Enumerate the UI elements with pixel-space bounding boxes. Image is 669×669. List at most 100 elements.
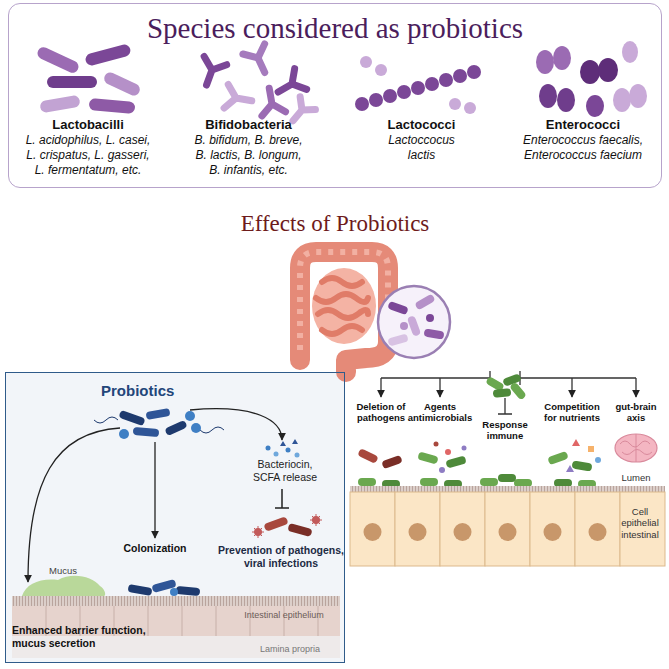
colonizing-bacteria: [127, 579, 200, 596]
lactococci-illustration: [355, 56, 481, 114]
intestine-illustration: [300, 252, 388, 372]
intestine-illustration: [300, 252, 388, 350]
attached-bacteria: [480, 478, 498, 486]
bifidobacteria-illustration: [195, 56, 226, 89]
epithelial-cells: [364, 523, 382, 541]
lactococci-illustration: [449, 98, 461, 110]
epithelial-cells: [485, 492, 530, 566]
magnifier-illustration: [378, 286, 450, 358]
inhibition-symbol: [275, 489, 289, 508]
bifidobacteria-illustration: [257, 86, 285, 116]
epithelial-cells: [440, 492, 485, 566]
species-list: L. acidophilus, L. casei, L. crispatus, …: [22, 133, 154, 177]
layer-label: Intestinal epithelium: [228, 610, 340, 621]
intestinal-epithelium: [12, 596, 340, 658]
layer-label: Cell epithelial intestinal: [616, 506, 664, 540]
lactobacilli-illustration: [39, 95, 80, 114]
species-list: Lactoccocus lactis: [379, 133, 464, 162]
pathogen-illustration: [263, 516, 288, 532]
nutrient-illustration: [572, 439, 580, 446]
epithelial-cells: [499, 523, 517, 541]
antimicrobial-illustration: [417, 442, 466, 474]
antimicrobial-illustration: [434, 442, 439, 447]
probiotic-bacteria-illustration: [145, 408, 170, 420]
lactococci-illustration: [467, 65, 481, 79]
group-name: Bifidobacteria: [191, 117, 306, 133]
intestine-illustration: [300, 252, 388, 372]
epithelial-cells: [350, 492, 395, 566]
pathogen-illustration: [357, 448, 379, 464]
lactococci-illustration: [355, 97, 369, 111]
lactococci-illustration: [425, 77, 439, 91]
group-name: Lactococci: [379, 117, 464, 133]
species-panel: Species considered as probioticsLactobac…: [8, 3, 662, 188]
colonizing-bacteria: [127, 584, 152, 596]
effects-bracket: [381, 371, 490, 385]
nutrient-illustration: [547, 451, 569, 465]
colonizing-bacteria: [176, 586, 201, 596]
enterococci-illustration: [539, 84, 557, 108]
epithelial-cells: [395, 492, 440, 566]
brain-illustration: [615, 434, 657, 462]
antimicrobial-illustration: [445, 456, 466, 469]
bacteriocin-illustration: [280, 439, 298, 446]
effect-arrow: [28, 409, 282, 582]
effect-label: Prevention of pathogens, viral infection…: [206, 544, 356, 569]
enterococci-illustration: [553, 46, 571, 70]
epithelial-cells: [454, 523, 472, 541]
species-group: LactobacilliL. acidophilus, L. casei, L.…: [22, 117, 154, 177]
probiotic-bacteria-illustration: [133, 427, 160, 437]
enterococci-illustration: [613, 88, 631, 112]
mucus-layer: [22, 576, 105, 596]
nutrient-illustration: [595, 457, 601, 463]
epithelial-cells: [589, 523, 607, 541]
layer-label: Lumen: [612, 472, 660, 483]
bifidobacteria-illustration: [243, 44, 276, 78]
attached-bacteria: [420, 478, 438, 486]
pathogen-illustration: [252, 526, 264, 538]
antimicrobial-illustration: [462, 446, 467, 451]
bacteriocin-illustration: [274, 452, 279, 457]
group-name: Enterococci: [518, 117, 648, 133]
effects-bracket: [520, 371, 636, 385]
antimicrobial-illustration: [445, 449, 451, 455]
enterococci-illustration: [586, 95, 604, 117]
species-list: Enterococcus faecalis, Enterococcus faec…: [518, 133, 648, 162]
probiotic-bacteria-illustration: [94, 408, 224, 439]
intestine-illustration: [312, 268, 376, 344]
nutrient-illustration: [571, 460, 592, 471]
probiotic-bacteria-illustration: [164, 420, 187, 437]
lactobacilli-illustration: [84, 43, 132, 66]
magnifier-illustration: [407, 315, 421, 337]
magnifier-illustration: [378, 286, 450, 358]
effect-label: Response immune: [475, 419, 535, 442]
lactobacilli-illustration: [36, 43, 142, 114]
lactobacilli-illustration: [36, 45, 81, 74]
probiotic-cluster: [509, 382, 527, 401]
magnifier-illustration: [414, 294, 435, 311]
lactococci-illustration: [453, 69, 467, 83]
lactococci-illustration: [369, 93, 383, 107]
probiotic-cluster: [485, 373, 527, 400]
lactococci-illustration: [375, 64, 387, 76]
effect-arrow: [28, 428, 120, 582]
epithelial-cells: [575, 492, 620, 566]
effect-arrow: [154, 442, 155, 538]
species-group: BifidobacteriaB. bifidum, B. breve, B. l…: [191, 117, 306, 177]
epithelial-cells: [544, 523, 562, 541]
effects-bracket: [380, 378, 381, 397]
enterococci-illustration: [598, 58, 618, 82]
group-name: Lactobacilli: [22, 117, 154, 133]
effect-label: Agents antimicrobials: [405, 401, 475, 424]
probiotic-bacteria-illustration: [118, 410, 145, 426]
bacteriocin-illustration: [295, 453, 300, 458]
attached-bacteria: [358, 478, 376, 486]
probiotic-bacteria-illustration: [185, 411, 195, 421]
bifidobacteria-illustration: [224, 84, 254, 112]
effect-label: Deletion of pathogens: [350, 401, 412, 424]
magnifier-illustration: [387, 301, 409, 315]
nutrient-illustration: [588, 446, 594, 452]
enterococci-illustration: [622, 41, 638, 63]
bifidobacteria-illustration: [195, 44, 315, 127]
